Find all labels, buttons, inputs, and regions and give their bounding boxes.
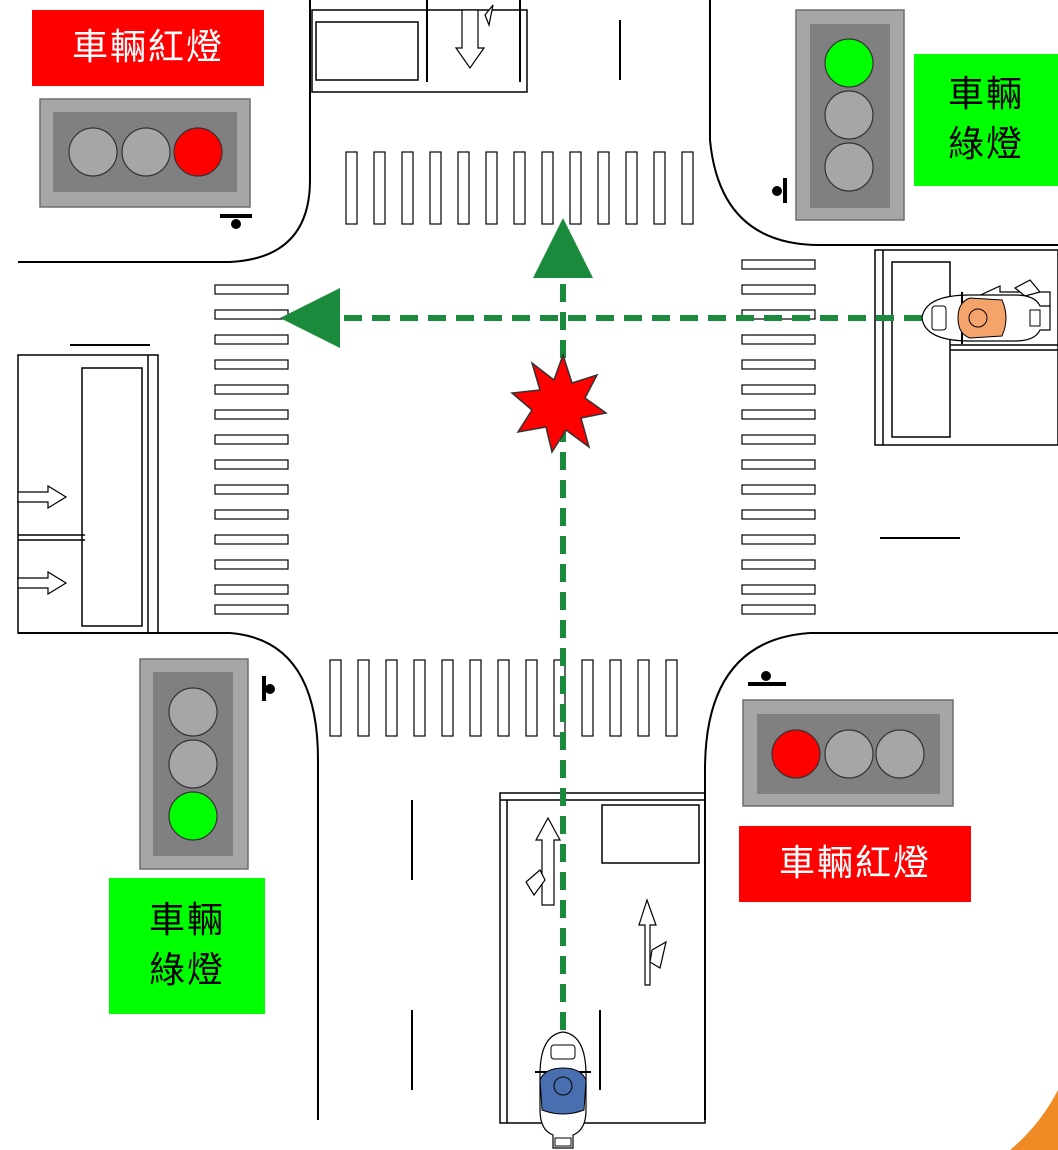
light-off-1 [168, 687, 218, 737]
signal-label-bottom-left: 車輛 綠燈 [109, 878, 265, 1014]
crosswalk-west [214, 284, 289, 615]
curbs [18, 0, 1058, 1120]
traffic-light-top-left [39, 98, 251, 208]
traffic-light-bottom-right [742, 699, 954, 807]
signal-label-bottom-right: 車輛紅燈 [739, 826, 971, 902]
crosswalk-north [345, 151, 694, 225]
corner-decoration [1010, 1090, 1058, 1150]
traffic-light-bottom-left [139, 658, 249, 870]
signal-label-top-left: 車輛紅燈 [32, 10, 264, 86]
signal-label-top-left-text: 車輛紅燈 [71, 27, 224, 68]
curb-top-right [709, 0, 1058, 246]
travel-paths [280, 218, 922, 1030]
north-approach [311, 0, 621, 93]
curb-bottom-left [18, 632, 319, 1120]
rider-helmet [968, 308, 988, 328]
west-approach [17, 344, 159, 634]
light-off-2 [824, 142, 874, 192]
lane-arrow-icon [525, 816, 667, 986]
light-green-on [824, 38, 874, 88]
collision-burst-icon [510, 352, 608, 454]
curb-bottom-right [704, 632, 1058, 1120]
rider-helmet [553, 1076, 573, 1096]
signal-label-bottom-left-line2: 綠燈 [148, 950, 225, 991]
stop-markers [220, 178, 787, 701]
signal-label-top-right-line1: 車輛 [947, 74, 1024, 115]
light-red-on [173, 127, 223, 177]
signal-label-bottom-left-line1: 車輛 [148, 900, 225, 941]
east-approach [874, 249, 1058, 539]
light-off-1 [824, 729, 874, 779]
curb-top-left [18, 0, 311, 263]
light-green-on [168, 791, 218, 841]
light-off-2 [875, 729, 925, 779]
light-red-on [771, 729, 821, 779]
motorcycle-icon [535, 1031, 591, 1149]
signal-label-top-right: 車輛 綠燈 [914, 54, 1058, 186]
lane-arrow-icon [454, 4, 494, 70]
lane-arrow-icon [17, 484, 68, 596]
light-off-1 [824, 90, 874, 140]
light-off-1 [68, 127, 118, 177]
light-off-2 [168, 739, 218, 789]
crosswalk-east [741, 259, 816, 615]
motorcycle-icon [921, 292, 1051, 344]
signal-label-top-right-line2: 綠燈 [947, 124, 1024, 165]
south-approach [411, 792, 706, 1124]
light-off-2 [121, 127, 171, 177]
signal-label-bottom-right-text: 車輛紅燈 [778, 843, 931, 884]
crosswalk-south [329, 659, 678, 737]
traffic-light-top-right [795, 9, 905, 221]
